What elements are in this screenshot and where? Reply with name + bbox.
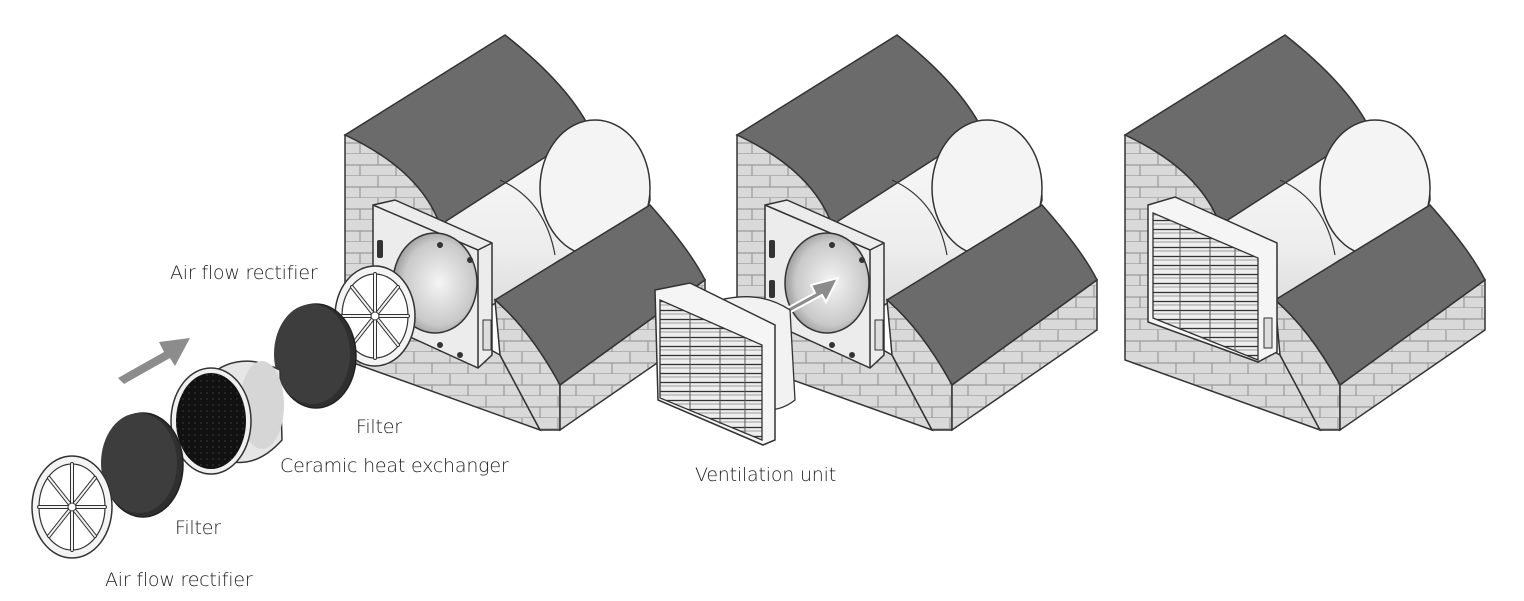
label-air-flow-rectifier-bottom: Air flow rectifier — [105, 569, 253, 591]
filter-lower — [101, 412, 184, 518]
air-flow-rectifier-lower — [31, 455, 113, 559]
insert-arrow-icon — [777, 276, 840, 316]
label-ventilation-unit: Ventilation unit — [695, 464, 836, 486]
wall-section-3 — [1123, 34, 1486, 432]
ceramic-heat-exchanger — [170, 360, 284, 475]
label-filter-bottom: Filter — [175, 517, 221, 539]
label-filter-top: Filter — [356, 416, 402, 438]
installed-ventilation-unit — [1147, 196, 1278, 363]
label-air-flow-rectifier-top: Air flow rectifier — [170, 262, 318, 284]
ventilation-unit-exploded — [654, 282, 796, 446]
assembly-arrow-icon — [118, 338, 190, 384]
label-ceramic-heat-exchanger: Ceramic heat exchanger — [280, 455, 509, 477]
wall-section-1 — [343, 34, 706, 432]
filter-upper — [274, 303, 357, 409]
